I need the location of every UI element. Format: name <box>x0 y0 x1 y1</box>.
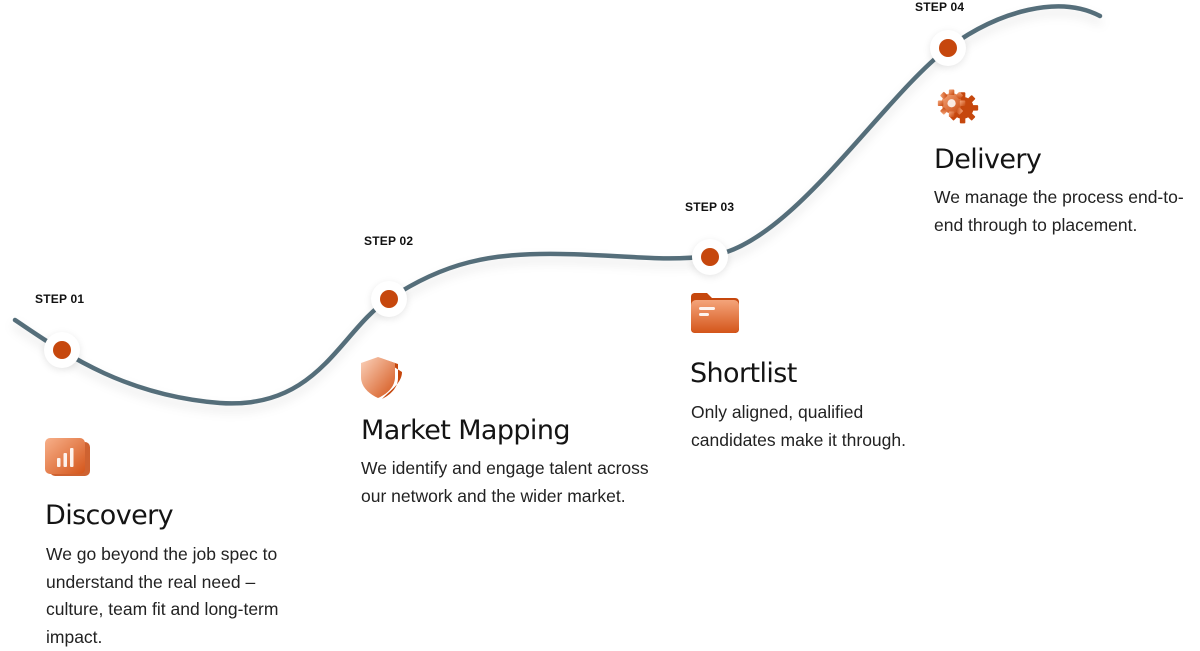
step-label: STEP 01 <box>35 292 85 306</box>
bar-chart-icon <box>45 438 90 476</box>
folder-icon <box>691 293 739 333</box>
step-description: We manage the process end-to-end through… <box>934 187 1184 235</box>
step-title: Shortlist <box>690 358 797 389</box>
step-node <box>930 30 966 66</box>
shield-icon <box>361 357 402 399</box>
step-node-dot <box>53 341 71 359</box>
step-node <box>44 332 80 368</box>
step-title: Discovery <box>45 500 174 531</box>
step-label: STEP 04 <box>915 0 965 14</box>
step-node-dot <box>939 39 957 57</box>
step-title: Market Mapping <box>361 415 570 446</box>
step-label: STEP 02 <box>364 234 414 248</box>
step-node <box>692 239 728 275</box>
step-node <box>371 281 407 317</box>
gear-icon <box>937 89 979 124</box>
step-description: We identify and engage talent across our… <box>361 458 649 506</box>
step-node-dot <box>380 290 398 308</box>
step-node-dot <box>701 248 719 266</box>
step-title: Delivery <box>934 144 1042 175</box>
step-description: We go beyond the job spec to understand … <box>46 544 279 647</box>
step-description: Only aligned, qualified candidates make … <box>691 402 906 450</box>
step-label: STEP 03 <box>685 200 735 214</box>
